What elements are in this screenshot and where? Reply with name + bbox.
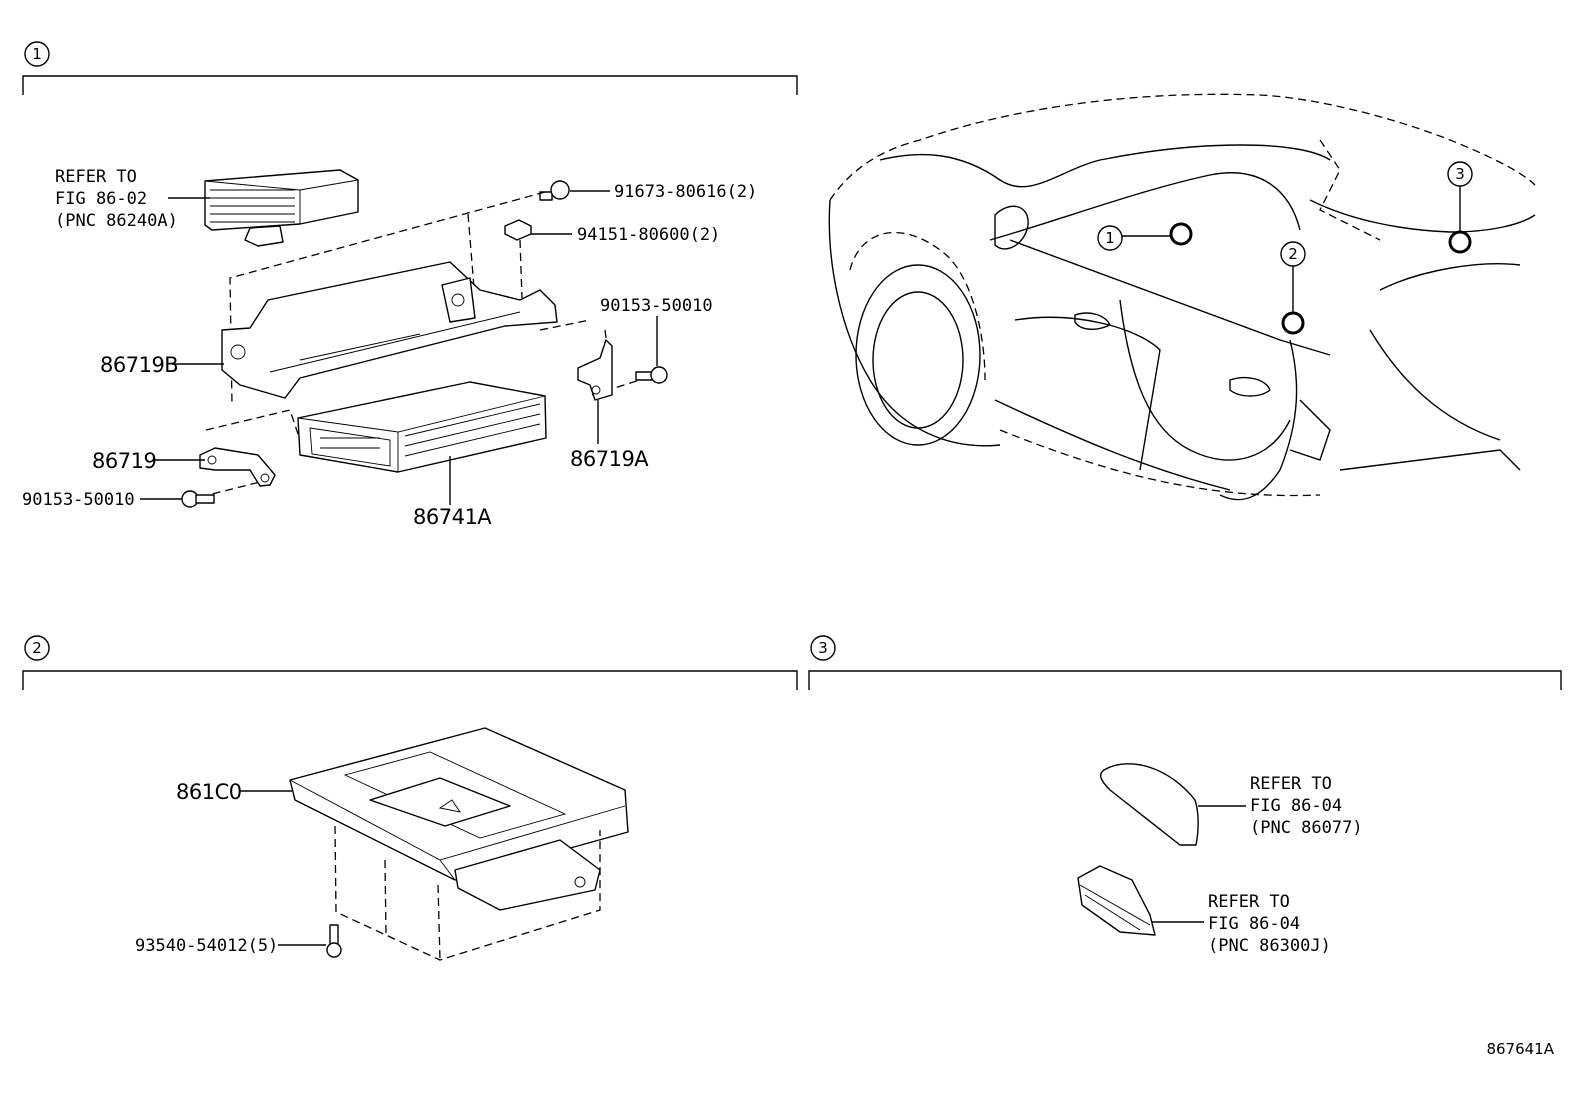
callout-93540-54012: 93540-54012(5) <box>135 936 278 956</box>
callout-91673-80616: 91673-80616(2) <box>614 182 757 202</box>
callout-86719B: 86719B <box>100 353 178 377</box>
callout-86719: 86719 <box>92 449 156 473</box>
head-unit-86741A <box>297 381 547 473</box>
section-3-bracket <box>808 670 1562 690</box>
wireless-charger-861C0 <box>289 727 629 911</box>
marker-1-label-circle <box>1097 225 1123 251</box>
bracket-86719B <box>221 261 558 399</box>
callout-86719A: 86719A <box>570 447 649 471</box>
callout-90153-50010-left: 90153-50010 <box>22 490 135 510</box>
section-1: 1 REFER TO FIG 86-02 (PNC 86240A) 91673-… <box>22 41 798 529</box>
marker-3-number: 3 <box>1455 165 1465 183</box>
bolt-90153-right <box>635 366 668 384</box>
section-2: 2 861C0 93540-54012(5) <box>22 635 798 961</box>
callout-861C0: 861C0 <box>176 780 242 804</box>
callout-86741A: 86741A <box>413 505 492 529</box>
refer-86300J-line2: FIG 86-04 <box>1208 914 1300 934</box>
section-3-number: 3 <box>818 639 828 657</box>
shark-fin-antenna <box>1099 763 1199 846</box>
refer-fig-86-02-line1: REFER TO <box>55 167 137 187</box>
antenna-module <box>1077 865 1156 936</box>
callout-94151-80600: 94151-80600(2) <box>577 225 720 245</box>
callout-90153-50010-right: 90153-50010 <box>600 296 713 316</box>
section-2-number: 2 <box>32 639 42 657</box>
screw-91673 <box>539 180 570 201</box>
refer-86077-line3: (PNC 86077) <box>1250 818 1363 838</box>
screw-93540 <box>326 924 342 958</box>
location-marker-1-icon <box>1169 222 1193 246</box>
refer-fig-86-02-line2: FIG 86-02 <box>55 189 147 209</box>
section-2-bracket <box>22 670 798 690</box>
location-marker-3-icon <box>1448 230 1472 254</box>
refer-86300J-line1: REFER TO <box>1208 892 1290 912</box>
vehicle-location-view: 1 2 3 <box>828 93 1536 501</box>
bolt-90153-left <box>181 490 215 508</box>
section-1-bracket <box>22 75 798 95</box>
section-number-icon <box>810 635 836 661</box>
marker-1-number: 1 <box>1105 229 1115 247</box>
section-1-number: 1 <box>32 45 42 63</box>
bracket-86719 <box>199 447 276 487</box>
location-marker-2-icon <box>1281 311 1305 335</box>
refer-fig-86-02-line3: (PNC 86240A) <box>55 211 178 231</box>
section-3: 3 REFER TO FIG 86-04 (PNC 86077) REFER T… <box>808 635 1562 956</box>
bracket-86719A <box>577 339 613 401</box>
marker-2-number: 2 <box>1288 245 1298 263</box>
section-number-icon <box>24 41 50 67</box>
section-number-icon <box>24 635 50 661</box>
refer-86300J-line3: (PNC 86300J) <box>1208 936 1331 956</box>
amplifier-unit <box>204 169 359 247</box>
refer-86077-line2: FIG 86-04 <box>1250 796 1342 816</box>
figure-code: 867641A <box>1486 1040 1554 1058</box>
nut-94151 <box>504 219 532 241</box>
refer-86077-line1: REFER TO <box>1250 774 1332 794</box>
